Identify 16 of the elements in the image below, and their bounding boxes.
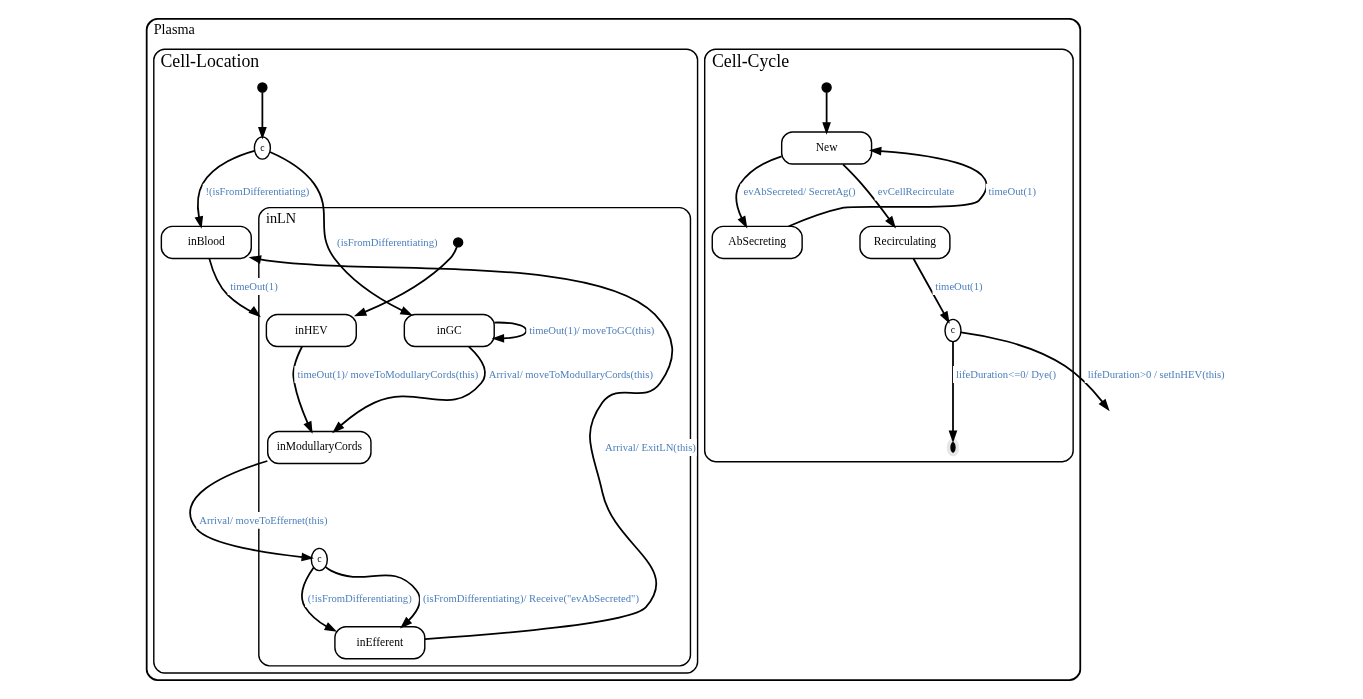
edge-label: Arrival/ ExitLN(this)	[604, 440, 696, 453]
edge-label: (!isFromDifferentiating)	[307, 591, 412, 604]
edge-label: !(isFromDifferentiating)	[204, 185, 309, 198]
edge-label: timeOut(1)/ moveToModullaryCords(this)	[297, 367, 478, 380]
edge-label: timeOut(1)/ moveToGC(this)	[528, 323, 654, 336]
edge-label: timeOut(1)	[934, 279, 983, 292]
edge-label: evCellRecirculate	[877, 185, 954, 198]
edge-label: timeOut(1)	[229, 279, 278, 292]
edge-label: (isFromDifferentiating)/ Receive("evAbSecreted")	[422, 591, 639, 604]
edge-label: lifeDuration<=0/ Dye()	[955, 367, 1056, 380]
edge-label: Arrival/ moveToModullaryCords(this)	[488, 367, 653, 380]
edge-label: (isFromDifferentiating)	[336, 235, 438, 248]
edge-label: timeOut(1)	[988, 185, 1036, 198]
edge-label: Arrival/ moveToEffernet(this)	[198, 513, 328, 526]
edge-label: evAbSecreted/ SecretAg()	[742, 185, 856, 198]
edge-label: lifeDuration>0 / setInHEV(this)	[1087, 367, 1225, 380]
